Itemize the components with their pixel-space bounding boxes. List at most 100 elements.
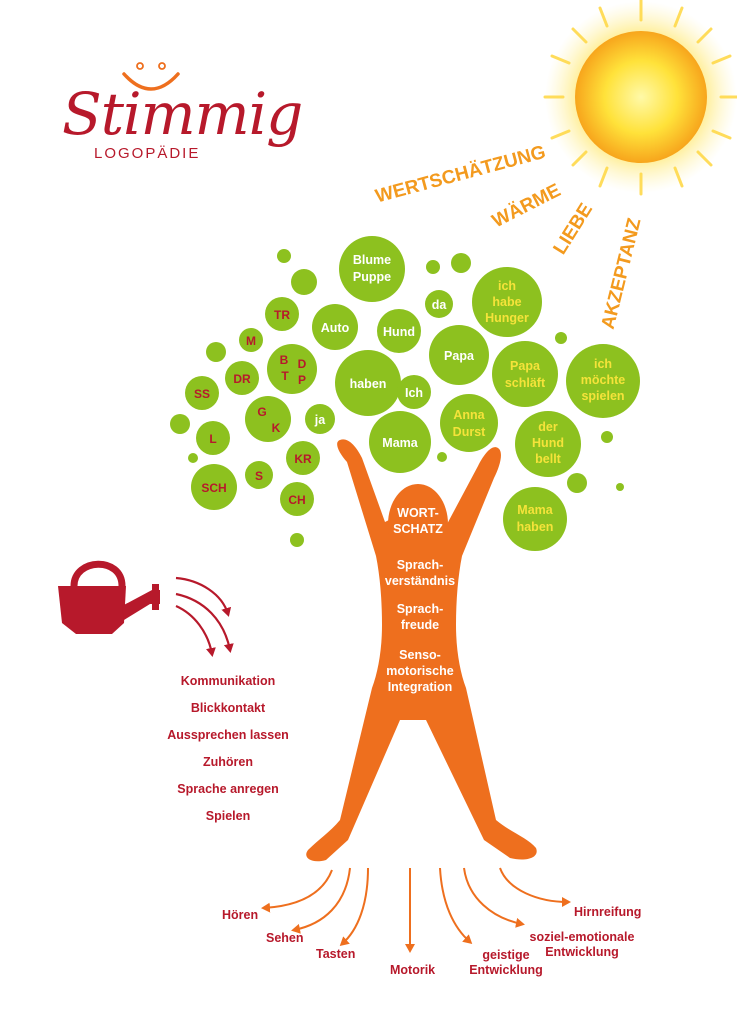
root-sozial-emotionale-entwicklung: soziel-emotionale Entwicklung [526,930,638,960]
sound-s: S [255,469,263,483]
word-mama-2: Mama [517,503,553,517]
word-schlaeft: schläft [505,376,546,390]
root-geistige-entwicklung: geistige Entwicklung [466,948,546,978]
word-papa: Papa [444,349,475,363]
word-ich: ich [498,279,516,293]
word-circle-ich-habe-hunger: ich habe Hunger [472,267,542,337]
root-arrows [261,867,571,953]
word-circle-hund: Hund [377,309,421,353]
watering-can-icon [58,560,234,657]
word-papa-2: Papa [510,359,541,373]
word-circle-mama: Mama [369,411,431,473]
sound-circle-kr: KR [286,441,320,475]
watering-item-kommunikation: Kommunikation [180,674,276,688]
sun-icon [543,0,737,196]
label-wort: WORT- [397,506,439,520]
label-schatz: SCHATZ [393,522,443,536]
child-figure [306,439,537,862]
label-verstaendnis: verständnis [385,574,455,588]
word-circle-ja: ja [305,404,335,434]
word-spielen: spielen [581,389,624,403]
watering-item-sprache-anregen: Sprache anregen [177,782,279,796]
sound-ss: SS [194,387,210,401]
word-habe: habe [492,295,521,309]
word-haben-2: haben [517,520,554,534]
sound-circles: TR M B D T P DR SS G K L [185,297,320,516]
word-hunger: Hunger [485,311,529,325]
sound-circle-ch: CH [280,482,314,516]
word-circle-ich-small: Ich [397,375,431,409]
sound-circle-ss: SS [185,376,219,410]
sound-circle-sch: SCH [191,464,237,510]
word-circle-blume-puppe: Blume Puppe [339,236,405,302]
logo-smile-icon [122,62,180,91]
sound-ch: CH [288,493,305,507]
sound-circle-dr: DR [225,361,259,395]
word-ja: ja [314,413,326,427]
word-circle-der-hund-bellt: der Hund bellt [515,411,581,477]
decorative-dots [170,249,624,547]
sound-circle-tr: TR [265,297,299,331]
root-geistige-line-2: Entwicklung [469,963,543,977]
root-tasten: Tasten [316,947,356,961]
word-durst: Durst [453,425,486,439]
word-circle-mama-haben: Mama haben [503,487,567,551]
word-moechte: möchte [581,373,626,387]
canopy-words: Blume Puppe Auto Hund da ich habe Hunger… [291,236,640,551]
logo-subtitle: LOGOPÄDIE [94,145,201,162]
root-motorik: Motorik [390,963,436,977]
word-circle-da: da [425,290,453,318]
sun-word-akzeptanz: AKZEPTANZ [598,216,646,332]
root-sehen: Sehen [266,931,304,945]
label-integration: Integration [388,680,453,694]
sound-kr: KR [294,452,312,466]
watering-item-zuhoeren: Zuhören [203,755,253,769]
word-hund: Hund [383,325,415,339]
sound-l: L [209,432,216,446]
root-sozial-line-2: Entwicklung [545,945,619,959]
sound-circle-s: S [245,461,273,489]
word-circle-papa: Papa [429,325,489,385]
sound-circle-l: L [196,421,230,455]
word-der: der [538,420,558,434]
root-geistige-line-1: geistige [482,948,530,962]
root-sozial-line-1: soziel-emotionale [529,930,635,944]
word-circle-auto: Auto [312,304,358,350]
sound-tr: TR [274,308,290,322]
word-ich-2: ich [594,357,612,371]
root-hirnreifung: Hirnreifung [574,905,642,919]
sound-sch: SCH [201,481,226,495]
sound-dr: DR [233,372,251,386]
word-blume: Blume [353,253,391,267]
sound-p: P [298,373,306,387]
word-mama: Mama [382,436,418,450]
label-senso: Senso- [399,648,441,662]
sound-circle-m: M [239,328,263,352]
sound-b: B [280,353,289,367]
label-freude: freude [401,618,439,632]
word-circle-ich-moechte-spielen: ich möchte spielen [566,344,640,418]
word-bellt: bellt [535,452,562,466]
word-ich-3: Ich [405,386,423,400]
word-circle-papa-schlaeft: Papa schläft [492,341,558,407]
sound-t: T [281,369,289,383]
label-motorische: motorische [386,664,453,678]
sound-d: D [298,357,307,371]
label-sprach-2: Sprach- [397,602,444,616]
logo-name: Stimmig [62,80,303,148]
sound-g: G [257,405,266,419]
root-hoeren: Hören [222,908,259,922]
sound-k: K [272,421,281,435]
word-auto: Auto [321,321,350,335]
sun-word-liebe: LIEBE [550,200,597,259]
sound-circle-gk: G K [245,396,291,442]
label-sprach-1: Sprach- [397,558,444,572]
watering-item-aussprechen: Aussprechen lassen [167,728,289,742]
sun-word-waerme: WÄRME [489,180,564,232]
word-hund-2: Hund [532,436,564,450]
word-da: da [432,298,448,312]
word-haben: haben [350,377,387,391]
sound-circle-bdtp: B D T P [267,344,317,394]
word-puppe: Puppe [353,270,391,284]
